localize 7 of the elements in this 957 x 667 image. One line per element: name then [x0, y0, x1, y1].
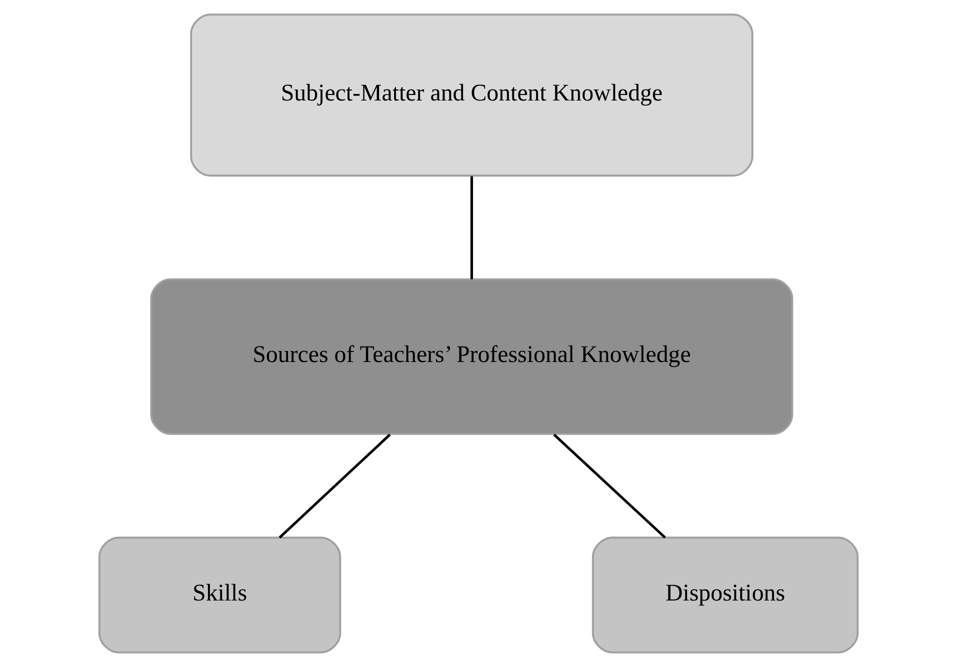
node-box: Sources of Teachers’ Professional Knowledge	[150, 278, 794, 435]
node-box: Subject-Matter and Content Knowledge	[190, 14, 754, 177]
connector	[278, 434, 391, 538]
node-box: Skills	[98, 536, 342, 654]
node-box: Dispositions	[592, 536, 859, 654]
connector	[553, 434, 666, 538]
connector	[470, 176, 473, 280]
